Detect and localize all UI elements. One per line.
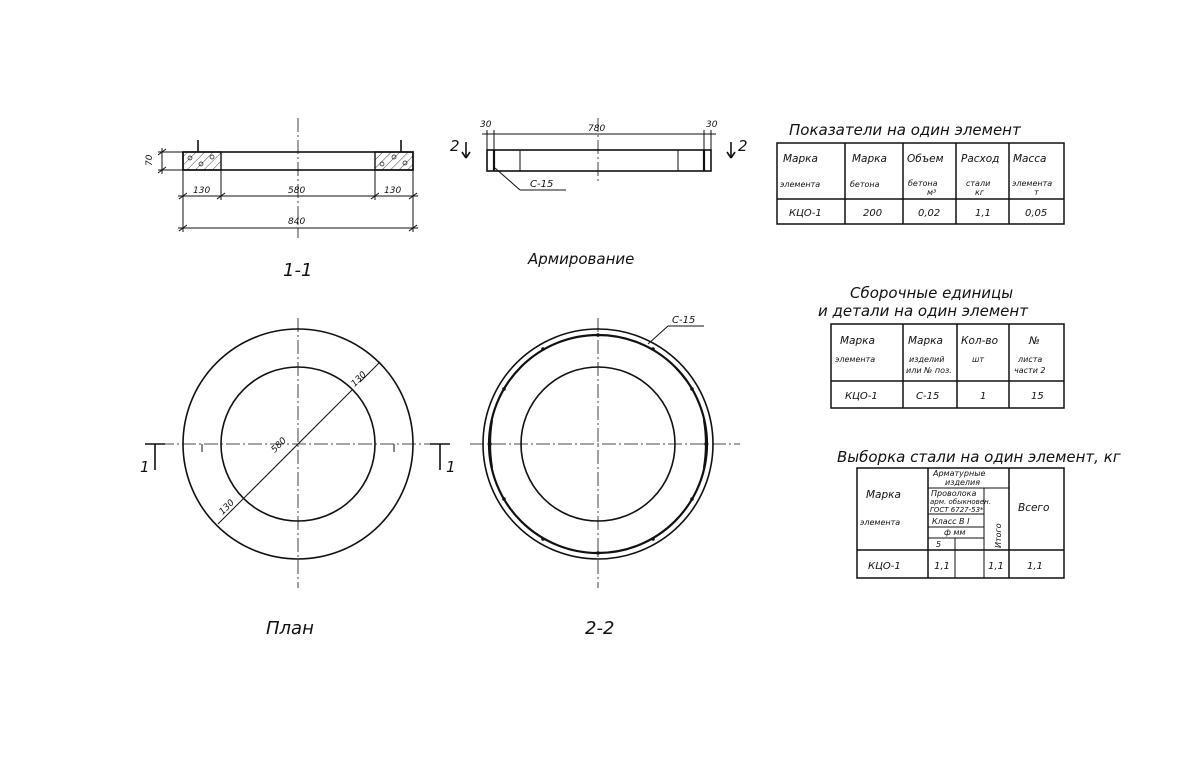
t2-h-mark-2: элемента bbox=[835, 355, 875, 364]
t1-cell-volume: 0,02 bbox=[918, 208, 940, 219]
table-indicators: Показатели на один элемент Марка элемент… bbox=[776, 121, 1065, 225]
section-2-2: С-15 2-2 bbox=[470, 315, 740, 639]
t3-h-total: Всего bbox=[1018, 502, 1049, 514]
section-mark-2-right: 2 bbox=[738, 137, 748, 155]
dim-780: 780 bbox=[588, 124, 605, 134]
t1-h-mark-2: элемента bbox=[780, 180, 820, 189]
t1-h-volume-2: бетона bbox=[908, 179, 938, 188]
t2-h-qty-1: Кол-во bbox=[961, 335, 998, 347]
inner-circle bbox=[220, 366, 376, 522]
t3-h-group-1: Арматурные bbox=[932, 469, 986, 478]
t1-cell-steel: 1,1 bbox=[975, 208, 991, 219]
t1-cell-concrete: 200 bbox=[863, 208, 882, 219]
t1-h-mark-1: Марка bbox=[783, 153, 818, 165]
t3-h-wire-2: арм. обыкновен. bbox=[930, 498, 991, 506]
section-mark-1-left: 1 bbox=[140, 458, 150, 476]
dim-30-left: 30 bbox=[480, 120, 492, 130]
dim-30-right: 30 bbox=[706, 120, 718, 130]
t2-h-sheet-1: № bbox=[1028, 335, 1040, 347]
t1-h-concrete-1: Марка bbox=[852, 153, 887, 165]
table-steel-title: Выборка стали на один элемент, кг bbox=[837, 448, 1121, 466]
t1-h-concrete-2: бетона bbox=[850, 180, 880, 189]
section-mark-2-left: 2 bbox=[450, 137, 460, 155]
t3-h-diameter: 5 bbox=[936, 540, 941, 549]
table-indicators-title: Показатели на один элемент bbox=[789, 121, 1022, 139]
t1-cell-mark: КЦО-1 bbox=[789, 208, 822, 219]
caption-1-1: 1-1 bbox=[283, 260, 312, 281]
dim-130-right: 130 bbox=[384, 186, 401, 196]
plan-view: 130 580 130 1 1 План bbox=[140, 318, 456, 639]
t2-h-item-1: Марка bbox=[908, 335, 943, 347]
hatched-ring-right bbox=[374, 151, 414, 171]
hatched-ring-left bbox=[182, 151, 222, 171]
t3-h-wire-3: ГОСТ 6727-53* bbox=[930, 506, 984, 514]
t2-cell-qty: 1 bbox=[980, 391, 986, 402]
t2-h-qty-2: шт bbox=[972, 355, 984, 364]
t3-h-group-2: изделия bbox=[945, 478, 980, 487]
t3-cell-total: 1,1 bbox=[1027, 561, 1043, 572]
t2-h-sheet-3: части 2 bbox=[1014, 366, 1046, 375]
table-steel: Выборка стали на один элемент, кг Марка … bbox=[837, 448, 1121, 579]
t2-cell-mark: КЦО-1 bbox=[845, 391, 878, 402]
outer-circle bbox=[182, 328, 414, 560]
t3-cell-mark: КЦО-1 bbox=[868, 561, 901, 572]
t3-cell-class: 1,1 bbox=[934, 561, 950, 572]
table-assembly-title-1: Сборочные единицы bbox=[850, 284, 1013, 302]
dim-130-plan-lower: 130 bbox=[218, 498, 237, 517]
section-1-1: 70 130 580 130 840 1-1 bbox=[145, 118, 418, 281]
t1-h-volume-3: м³ bbox=[927, 188, 936, 197]
t1-cell-mass: 0,05 bbox=[1025, 208, 1047, 219]
t1-h-steel-3: кг bbox=[975, 188, 985, 197]
caption-plan: План bbox=[266, 618, 314, 639]
table-assembly: Сборочные единицы и детали на один элеме… bbox=[818, 284, 1065, 409]
t2-h-item-3: или № поз. bbox=[906, 366, 952, 375]
t2-h-item-2: изделий bbox=[909, 355, 944, 364]
t1-h-steel-2: стали bbox=[966, 179, 990, 188]
dim-580: 580 bbox=[288, 186, 305, 196]
t1-h-mass-2: элемента bbox=[1012, 179, 1052, 188]
table-assembly-title-2: и детали на один элемент bbox=[818, 302, 1029, 320]
t2-cell-sheet: 15 bbox=[1031, 391, 1044, 402]
t3-h-mark-2: элемента bbox=[860, 518, 900, 527]
caption-2-2: 2-2 bbox=[585, 618, 614, 639]
t1-h-volume-1: Объем bbox=[907, 153, 944, 165]
t3-h-phi: ф мм bbox=[944, 528, 965, 537]
callout-c15-reinforcement: С-15 bbox=[530, 179, 553, 190]
dim-840: 840 bbox=[288, 217, 305, 227]
t2-h-sheet-2: листа bbox=[1017, 355, 1042, 364]
reinforcement-section: 30 780 30 2 2 С-15 Армирование bbox=[450, 118, 748, 268]
t3-h-wire-1: Проволока bbox=[931, 489, 976, 498]
t2-h-mark-1: Марка bbox=[840, 335, 875, 347]
t2-cell-item: С-15 bbox=[916, 391, 939, 402]
t3-h-mark-1: Марка bbox=[866, 489, 901, 501]
t3-cell-itogo: 1,1 bbox=[988, 561, 1004, 572]
t1-h-mass-1: Масса bbox=[1013, 153, 1046, 165]
caption-armirovanie: Армирование bbox=[527, 250, 634, 268]
t1-h-steel-1: Расход bbox=[961, 153, 999, 165]
callout-c15-section: С-15 bbox=[672, 315, 695, 326]
dim-height-70: 70 bbox=[145, 154, 155, 166]
section-mark-1-right: 1 bbox=[446, 458, 456, 476]
t3-h-itogo: Итого bbox=[994, 523, 1003, 548]
dim-130-plan-upper: 130 bbox=[350, 370, 369, 389]
t3-h-class: Класс В I bbox=[932, 517, 970, 526]
dim-580-plan: 580 bbox=[270, 436, 289, 455]
dim-130-left: 130 bbox=[193, 186, 210, 196]
t1-h-mass-3: т bbox=[1034, 188, 1039, 197]
